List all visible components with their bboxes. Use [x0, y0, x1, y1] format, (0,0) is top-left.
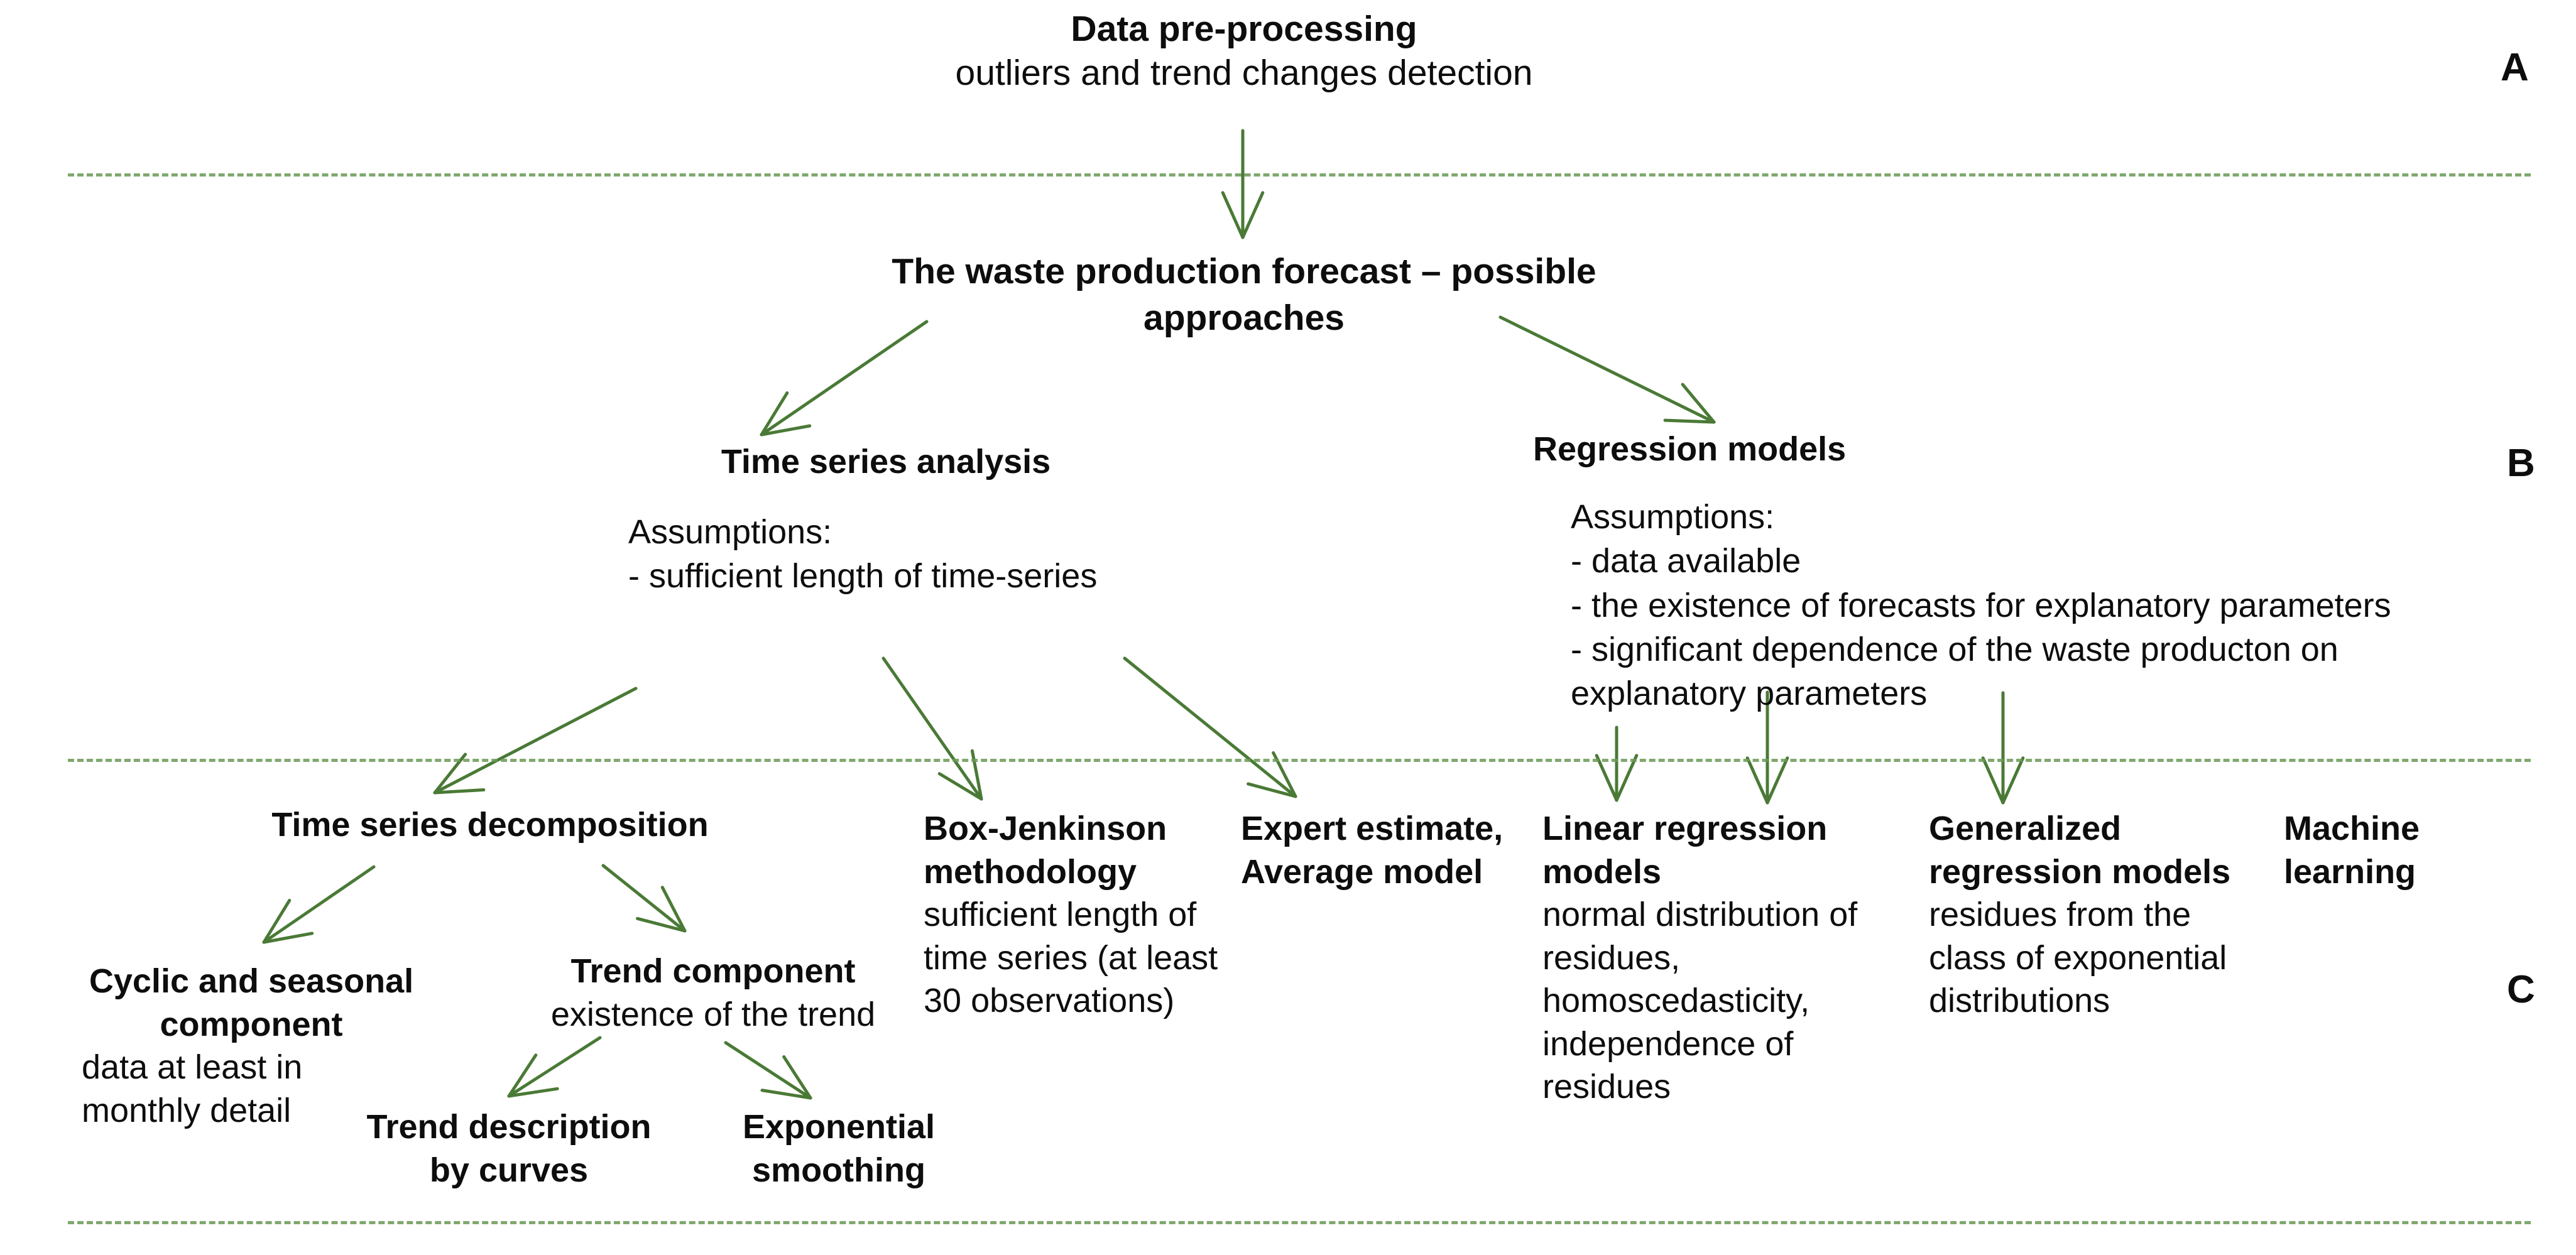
band-divider-c [68, 1221, 2531, 1224]
node-subtitle: outliers and trend changes detection [955, 52, 1533, 93]
arrow-tsa-to-time-series-decomposition [433, 687, 638, 795]
node-trend-description-by-curves: Trend description by curves [339, 1106, 679, 1192]
node-subtitle: Assumptions: - sufficient length of time… [628, 513, 1098, 595]
arrow-head-barb-2 [1615, 754, 1639, 802]
arrow-head-barb-1 [1247, 782, 1297, 798]
arrow-head-barb-1 [1745, 756, 1769, 805]
node-waste-production-forecast: The waste production forecast – possible… [735, 248, 1753, 341]
arrow-shaft [724, 1041, 812, 1100]
arrow-head-barb-1 [937, 772, 983, 801]
arrow-head-barb-1 [507, 1053, 538, 1098]
node-time-series-analysis: Time series analysis Assumptions: - suff… [553, 440, 1219, 599]
arrow-head-barb-1 [760, 391, 789, 437]
arrow-head-barb-2 [660, 886, 687, 933]
node-title: Data pre-processing [1071, 9, 1417, 49]
arrow-tsd-to-trend-component [601, 864, 687, 933]
arrow-preprocessing-to-forecast [1221, 129, 1265, 239]
arrow-reg-to-linear-regression [1595, 725, 1639, 802]
arrow-head-barb-2 [1241, 191, 1265, 239]
node-title: Regression models [1533, 430, 1847, 468]
arrow-head-barb-1 [636, 916, 687, 933]
arrow-shaft [1123, 656, 1297, 798]
section-label-b: B [2507, 442, 2535, 485]
arrow-shaft [507, 1036, 602, 1098]
node-title: Time series decomposition [271, 806, 709, 844]
node-title: Cyclic and seasonal component [89, 962, 414, 1043]
node-title: Exponential smoothing [742, 1108, 936, 1189]
node-title: Machine learning [2284, 810, 2420, 891]
node-title: Generalized regression models [1929, 810, 2231, 891]
node-time-series-decomposition: Time series decomposition [207, 804, 773, 847]
node-subtitle: sufficient length of time series (at lea… [924, 896, 1218, 1020]
node-subtitle: existence of the trend [550, 995, 876, 1033]
arrow-tsd-to-cyclic-seasonal [262, 865, 376, 944]
band-divider-b [68, 759, 2531, 762]
arrow-head-barb-1 [1595, 754, 1618, 802]
arrow-head-barb-2 [760, 424, 812, 437]
arrow-head-barb-1 [1981, 756, 2005, 805]
arrow-shaft [433, 687, 638, 795]
arrow-tsa-to-box-jenkinson [881, 656, 983, 801]
arrow-head-barb-1 [1663, 418, 1716, 424]
band-divider-a [68, 173, 2531, 177]
node-cyclic-and-seasonal-component: Cyclic and seasonal component data at le… [63, 960, 440, 1132]
node-expert-estimate-average-model: Expert estimate, Average model [1241, 807, 1530, 893]
node-title: Expert estimate, Average model [1241, 810, 1504, 891]
arrow-shaft [601, 864, 687, 933]
node-subtitle: Assumptions: - data available - the exis… [1571, 498, 2391, 712]
node-title: Box-Jenkinson methodology [924, 810, 1167, 891]
node-box-jenkinson-methodology: Box-Jenkinson methodology sufficient len… [924, 807, 1250, 1023]
arrow-shaft [881, 656, 983, 801]
arrow-head-barb-2 [1681, 383, 1716, 424]
arrow-head-barb-2 [970, 749, 983, 801]
arrow-head-barb-1 [262, 898, 292, 944]
arrow-head-barb-1 [760, 1089, 812, 1100]
node-trend-component: Trend component existence of the trend [496, 950, 930, 1036]
arrow-head-barb-2 [262, 932, 314, 944]
arrow-head-barb-2 [433, 788, 486, 795]
node-title: Linear regression models [1542, 810, 1828, 891]
node-machine-learning: Machine learning [2284, 807, 2523, 893]
node-title: Trend description by curves [366, 1108, 652, 1189]
node-title: Time series analysis [721, 443, 1051, 481]
arrow-tsa-to-expert-estimate [1123, 656, 1297, 798]
node-subtitle: data at least in monthly detail [82, 1048, 303, 1129]
node-subtitle: normal distribution of residues, homosce… [1542, 896, 1858, 1106]
node-data-preprocessing: Data pre-processing outliers and trend c… [754, 8, 1734, 95]
node-regression-models: Regression models Assumptions: - data av… [1533, 427, 2475, 715]
arrow-head-barb-2 [507, 1087, 559, 1098]
node-title: Trend component [570, 952, 856, 990]
node-exponential-smoothing: Exponential smoothing [697, 1106, 980, 1192]
arrow-head-barb-2 [782, 1055, 812, 1100]
node-generalized-regression-models: Generalized regression models residues f… [1929, 807, 2262, 1023]
arrow-trend-to-trend-description [507, 1036, 602, 1098]
arrow-head-barb-2 [1766, 756, 1789, 805]
section-label-c: C [2507, 968, 2535, 1011]
arrow-shaft [262, 865, 376, 944]
section-label-a: A [2501, 46, 2529, 89]
arrow-head-barb-2 [2001, 756, 2025, 805]
node-subtitle: residues from the class of exponential d… [1929, 896, 2227, 1020]
arrow-head-barb-1 [1221, 191, 1245, 239]
arrow-trend-to-exponential-smoothing [724, 1041, 812, 1100]
node-linear-regression-models: Linear regression models normal distribu… [1542, 807, 1907, 1109]
node-title: The waste production forecast – possible… [892, 251, 1596, 339]
